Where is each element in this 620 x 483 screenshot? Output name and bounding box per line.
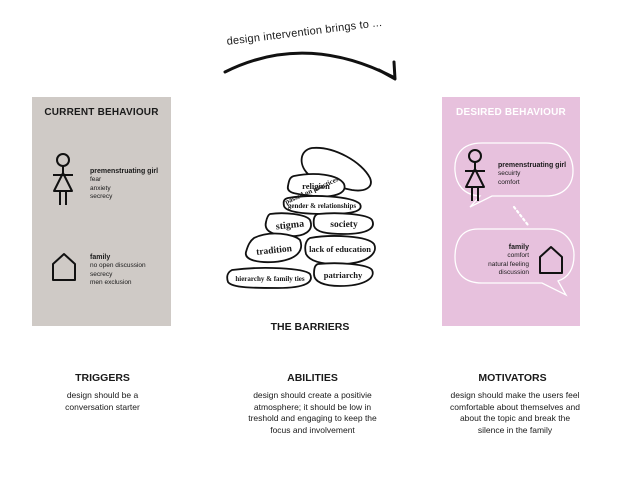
barriers-stone-pile: passed on practices religion gender & re… [226,147,376,289]
stone-label: lack of education [309,244,371,254]
stone-shape [245,232,302,264]
triggers-title: TRIGGERS [75,372,130,384]
desired-girl-name: premenstruating girl [498,162,567,169]
desired-girl-trait: secuirty [498,170,521,177]
stone-shape [313,262,374,287]
current-family-trait: men exclusion [90,279,132,286]
current-girl-trait: fear [90,176,102,183]
house-icon [539,246,563,274]
current-family-trait: no open discussion [90,262,146,269]
stone-label: religion [302,181,330,191]
current-family-trait: secrecy [90,270,113,278]
house-icon [52,253,76,281]
desired-family-trait: discussion [498,269,529,276]
abilities-line: atmosphere; it should be low in [253,401,372,412]
stone-shape [226,267,312,289]
abilities-line: design should create a positivie [253,390,372,400]
motivators-line: design should make the users feel [450,390,580,400]
desired-family-name: family [508,244,529,251]
stone-label: tradition [256,244,293,258]
desired-family-trait: natural feeling [488,260,529,268]
current-family-name: family [90,254,111,261]
desired-family-trait: comfort [507,252,529,259]
current-behaviour-title: CURRENT BEHAVIOUR [44,107,159,118]
motivators-body: design should make the users feel comfor… [425,390,605,436]
arrow-head-icon [377,60,397,81]
abilities-body: design should create a positivie atmosph… [225,390,400,436]
stone-label: society [330,220,358,230]
girl-figure-icon [465,149,485,201]
stone-shape [312,212,374,235]
desired-girl-trait: comfort [498,178,520,186]
current-girl-block: premenstruating girl fear anxiety secrec… [90,167,158,202]
current-family-block: family no open discussion secrecy men ex… [90,253,146,288]
triggers-body: design should be a conversation starter [25,390,180,413]
current-girl-trait: secrecy [90,193,113,200]
motivators-line: comfortable about themselves and [450,401,580,412]
desired-behaviour-panel: DESIRED BEHAVIOUR premenstruating girl s… [442,97,580,326]
abilities-line: treshold and engaging to keep the [248,413,377,423]
desired-behaviour-title: DESIRED BEHAVIOUR [456,107,566,118]
girl-figure-icon [53,153,73,205]
motivators-line: silence in the family [477,424,553,435]
intervention-arc-arrow [223,51,397,81]
motivators-line: about the topic and break the [459,413,571,423]
stone-label: hierarchy & family ties [235,275,305,283]
speech-bubbles [454,142,575,297]
current-girl-name: premenstruating girl [90,168,159,175]
abilities-title: ABILITIES [287,372,338,384]
current-behaviour-panel: CURRENT BEHAVIOUR premenstruating girl f… [32,97,171,326]
desired-girl-block: premenstruating girl secuirty comfort [498,161,566,187]
desired-family-block: family comfort natural feeling discussio… [442,243,529,278]
stone-label: gender & relationships [288,202,356,210]
stone-label: patriarchy [324,270,363,280]
stone-label: stigma [275,219,304,233]
current-girl-trait: anxiety [90,184,111,192]
triggers-line: design should be a [66,390,139,400]
motivators-title: MOTIVATORS [478,372,547,384]
triggers-line: conversation starter [65,401,140,412]
abilities-line: focus and involvement [270,424,355,435]
barriers-title: THE BARRIERS [270,321,350,333]
